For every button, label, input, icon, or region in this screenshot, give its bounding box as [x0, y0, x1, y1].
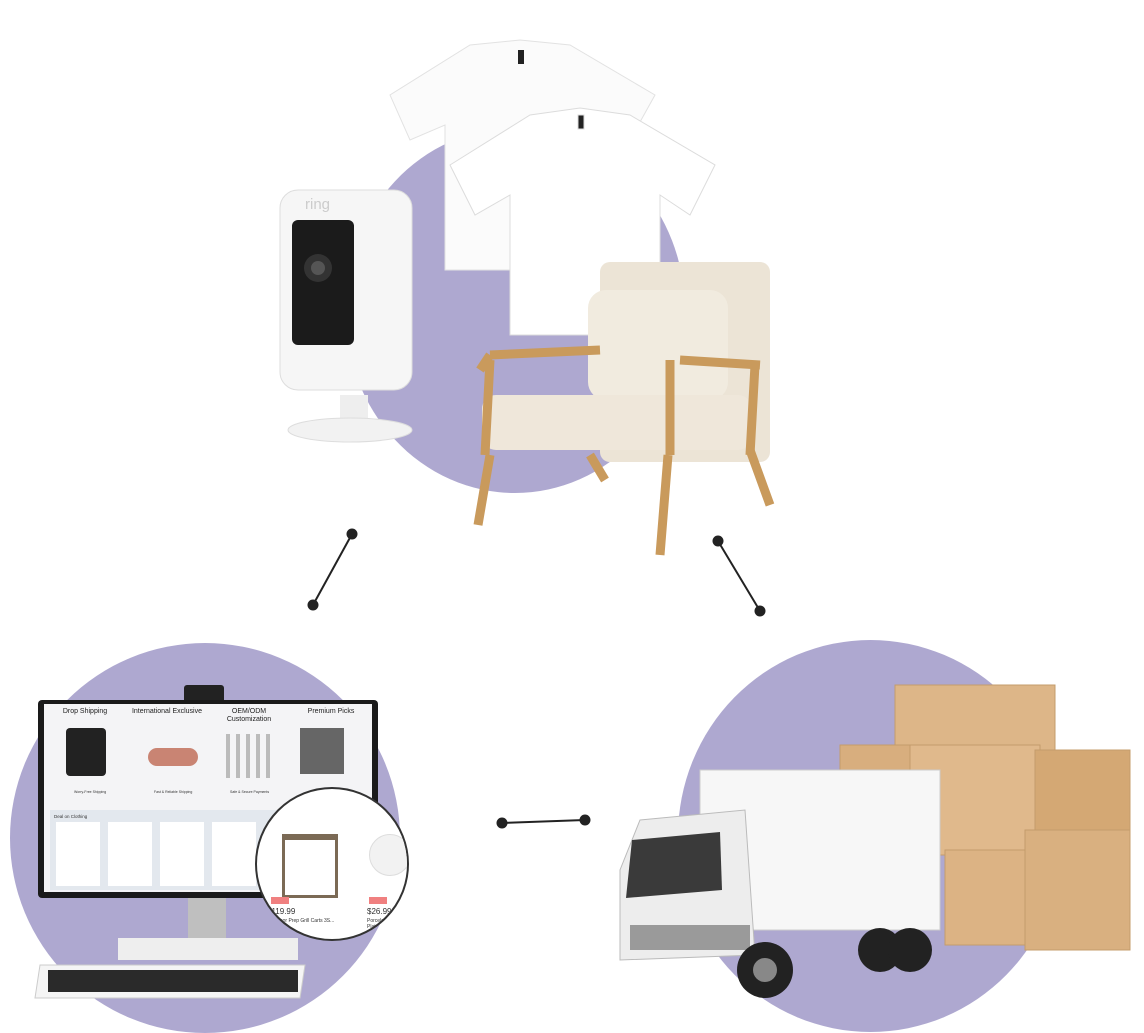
product-card[interactable] [212, 822, 256, 886]
sale-badge [369, 897, 387, 904]
armchair [473, 262, 775, 556]
category-oem-odm[interactable]: OEM/ODM Customization [226, 708, 272, 723]
deals-label: Deal on Clothing [54, 814, 88, 819]
plates-image [369, 834, 407, 876]
cutlery-image [226, 734, 274, 778]
robot-vacuum-image [66, 728, 106, 776]
feature-fast-shipping: Fast & Reliable Shipping [154, 790, 193, 794]
connector-bottom [496, 814, 591, 829]
connector-top-right [712, 535, 766, 617]
feature-secure-payments: Safe & Secure Payments [230, 790, 270, 794]
product-card[interactable] [56, 822, 100, 886]
product-card[interactable] [160, 822, 204, 886]
keyboard [34, 964, 306, 999]
price: $119.99 [267, 907, 296, 916]
storage-bin-image [300, 728, 344, 774]
product-title: Porcelain Plates... [367, 918, 388, 930]
feature-shipping: Worry-Free Shipping [74, 790, 107, 794]
pan-image [148, 748, 198, 766]
product-title: Outdoor Prep Grill Carts 3S... [269, 918, 335, 924]
product-card[interactable] [108, 822, 152, 886]
category-international-exclusive[interactable]: International Exclusive [131, 708, 203, 715]
camera-brand-logo: ring [305, 196, 330, 213]
price: $26.99 [367, 907, 392, 916]
category-premium-picks[interactable]: Premium Picks [307, 708, 355, 715]
cardboard-boxes [839, 684, 1131, 951]
category-drop-shipping[interactable]: Drop Shipping [62, 708, 108, 715]
sale-badge [271, 897, 289, 904]
magnifier-circle: $119.99 $26.99 Outdoor Prep Grill Carts … [255, 787, 409, 941]
tshirt-tag [518, 50, 524, 64]
delivery-truck [619, 769, 941, 998]
connector-top-left [307, 528, 358, 611]
grill-cart-image [282, 834, 338, 898]
security-camera [279, 189, 413, 443]
